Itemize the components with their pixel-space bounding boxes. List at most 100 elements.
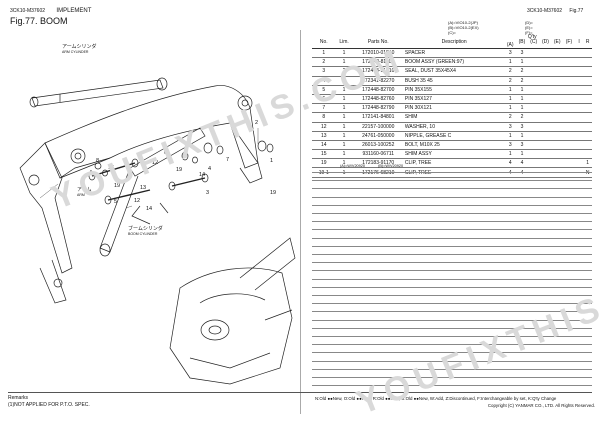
cell-b: 2 bbox=[516, 76, 528, 86]
cell-empty bbox=[574, 66, 584, 77]
cell-b: 2 bbox=[516, 112, 528, 123]
cell-a: 2 bbox=[504, 66, 517, 77]
cell-empty bbox=[551, 76, 564, 86]
serial-note-right: (B)=W/V20920 bbox=[378, 164, 404, 168]
page-divider bbox=[300, 30, 301, 414]
arm-cylinder-label-en: ARM CYLINDER bbox=[62, 50, 89, 54]
cell-empty bbox=[574, 131, 584, 141]
cell-empty bbox=[551, 122, 564, 132]
col-c: (C) bbox=[527, 36, 540, 49]
empty-row bbox=[312, 336, 592, 337]
cell-parts-no: 24761-050000 bbox=[352, 131, 404, 141]
boom-exploded-diagram bbox=[19, 77, 296, 385]
callout-6: 6 bbox=[164, 150, 168, 156]
cell-parts-no: 172448-81100 bbox=[352, 57, 404, 68]
empty-row bbox=[312, 221, 592, 223]
variant-b: (B)=VIO10-2(EX) bbox=[448, 25, 479, 30]
cell-r bbox=[583, 140, 592, 151]
cell-empty bbox=[539, 140, 552, 151]
cell-a: 1 bbox=[504, 131, 517, 141]
cell-lim: 1 bbox=[335, 149, 353, 160]
cell-c bbox=[527, 48, 540, 59]
cell-lim: 2 bbox=[335, 76, 353, 86]
cell-desc: CLIP, TREE bbox=[403, 158, 505, 169]
boom-body bbox=[44, 85, 259, 179]
cell-b: 2 bbox=[516, 66, 528, 77]
boom-cylinder-label: ブームシリンダ BOOM CYLINDER bbox=[128, 227, 163, 237]
cell-no: 14 bbox=[312, 140, 336, 151]
empty-row bbox=[312, 377, 592, 378]
empty-row bbox=[312, 286, 592, 288]
empty-row bbox=[312, 229, 592, 231]
cell-empty bbox=[539, 57, 552, 68]
base-frame bbox=[169, 267, 293, 385]
empty-row bbox=[312, 311, 592, 313]
callout-5: 5 bbox=[114, 199, 118, 205]
col-a-label: (A) bbox=[506, 42, 514, 48]
cell-lim: 2 bbox=[335, 66, 353, 77]
cell-empty bbox=[551, 140, 564, 151]
cell-desc: NIPPLE, GREASE C bbox=[403, 131, 505, 141]
cell-b: 4 bbox=[516, 158, 528, 169]
parts-table: No. Lim. Parts No. Description Q'ty(A) (… bbox=[312, 34, 592, 178]
cell-empty bbox=[539, 131, 552, 141]
col-e: (E) bbox=[551, 36, 564, 49]
cell-empty bbox=[551, 149, 564, 160]
empty-row bbox=[312, 262, 592, 264]
cell-parts-no: 172183-91170 bbox=[352, 158, 404, 169]
empty-row bbox=[312, 237, 592, 239]
cell-r bbox=[583, 122, 592, 132]
cell-empty bbox=[574, 158, 584, 169]
empty-row bbox=[312, 196, 592, 198]
cell-desc: PIN 35X127 bbox=[403, 94, 505, 105]
cell-empty bbox=[551, 112, 564, 123]
cell-empty bbox=[563, 149, 575, 160]
col-f: (F) bbox=[563, 36, 575, 49]
cell-empty bbox=[563, 66, 575, 77]
cell-lim: 1 bbox=[335, 112, 353, 123]
cell-desc: BOOM ASSY (GREEN:97) bbox=[403, 57, 505, 68]
cell-empty bbox=[551, 158, 564, 169]
empty-row bbox=[312, 278, 592, 280]
cell-empty bbox=[539, 66, 552, 77]
cell-parts-no: 172141-84801 bbox=[352, 112, 404, 123]
cell-empty bbox=[563, 48, 575, 59]
variant-legend-right: (D)= (E)= (F)= bbox=[525, 20, 533, 35]
col-qty: Q'ty bbox=[527, 34, 537, 40]
cell-no: 2 bbox=[312, 57, 336, 68]
cell-b: 1 bbox=[516, 131, 528, 141]
cell-no: 8 bbox=[312, 112, 336, 123]
col-lim: Lim. bbox=[335, 36, 353, 49]
fig-title: Fig.77. BOOM bbox=[10, 16, 68, 26]
cell-r bbox=[583, 48, 592, 59]
cell-no: 13 bbox=[312, 131, 336, 141]
cell-parts-no: 931160-06711 bbox=[352, 149, 404, 160]
cell-r bbox=[583, 66, 592, 77]
col-no: No. bbox=[312, 36, 336, 49]
cell-r: 1 bbox=[583, 158, 592, 169]
cell-empty bbox=[551, 66, 564, 77]
serial-note-left: (A)=W/V20920 bbox=[340, 164, 366, 168]
callout-19: 19 bbox=[114, 183, 121, 189]
cell-desc: BUSH 35 45 bbox=[403, 76, 505, 86]
cell-empty bbox=[563, 85, 575, 95]
cell-a: 3 bbox=[504, 122, 517, 132]
cell-no: 12 bbox=[312, 122, 336, 132]
empty-row bbox=[312, 327, 592, 329]
empty-row bbox=[312, 360, 592, 362]
doc-code-right: 3CK10-M37602 bbox=[527, 8, 563, 14]
cell-a: 1 bbox=[504, 149, 517, 160]
cell-c bbox=[527, 112, 540, 123]
fig-number: Fig.77 bbox=[569, 8, 584, 14]
col-a: Q'ty (A) bbox=[504, 34, 537, 49]
cell-r bbox=[583, 85, 592, 95]
empty-row bbox=[312, 344, 592, 346]
cell-desc: BOLT, M10X 25 bbox=[403, 140, 505, 151]
cell-b: 1 bbox=[516, 149, 528, 160]
cell-r bbox=[583, 112, 592, 123]
cell-parts-no: 22157-100000 bbox=[352, 122, 404, 132]
empty-row bbox=[312, 319, 592, 321]
